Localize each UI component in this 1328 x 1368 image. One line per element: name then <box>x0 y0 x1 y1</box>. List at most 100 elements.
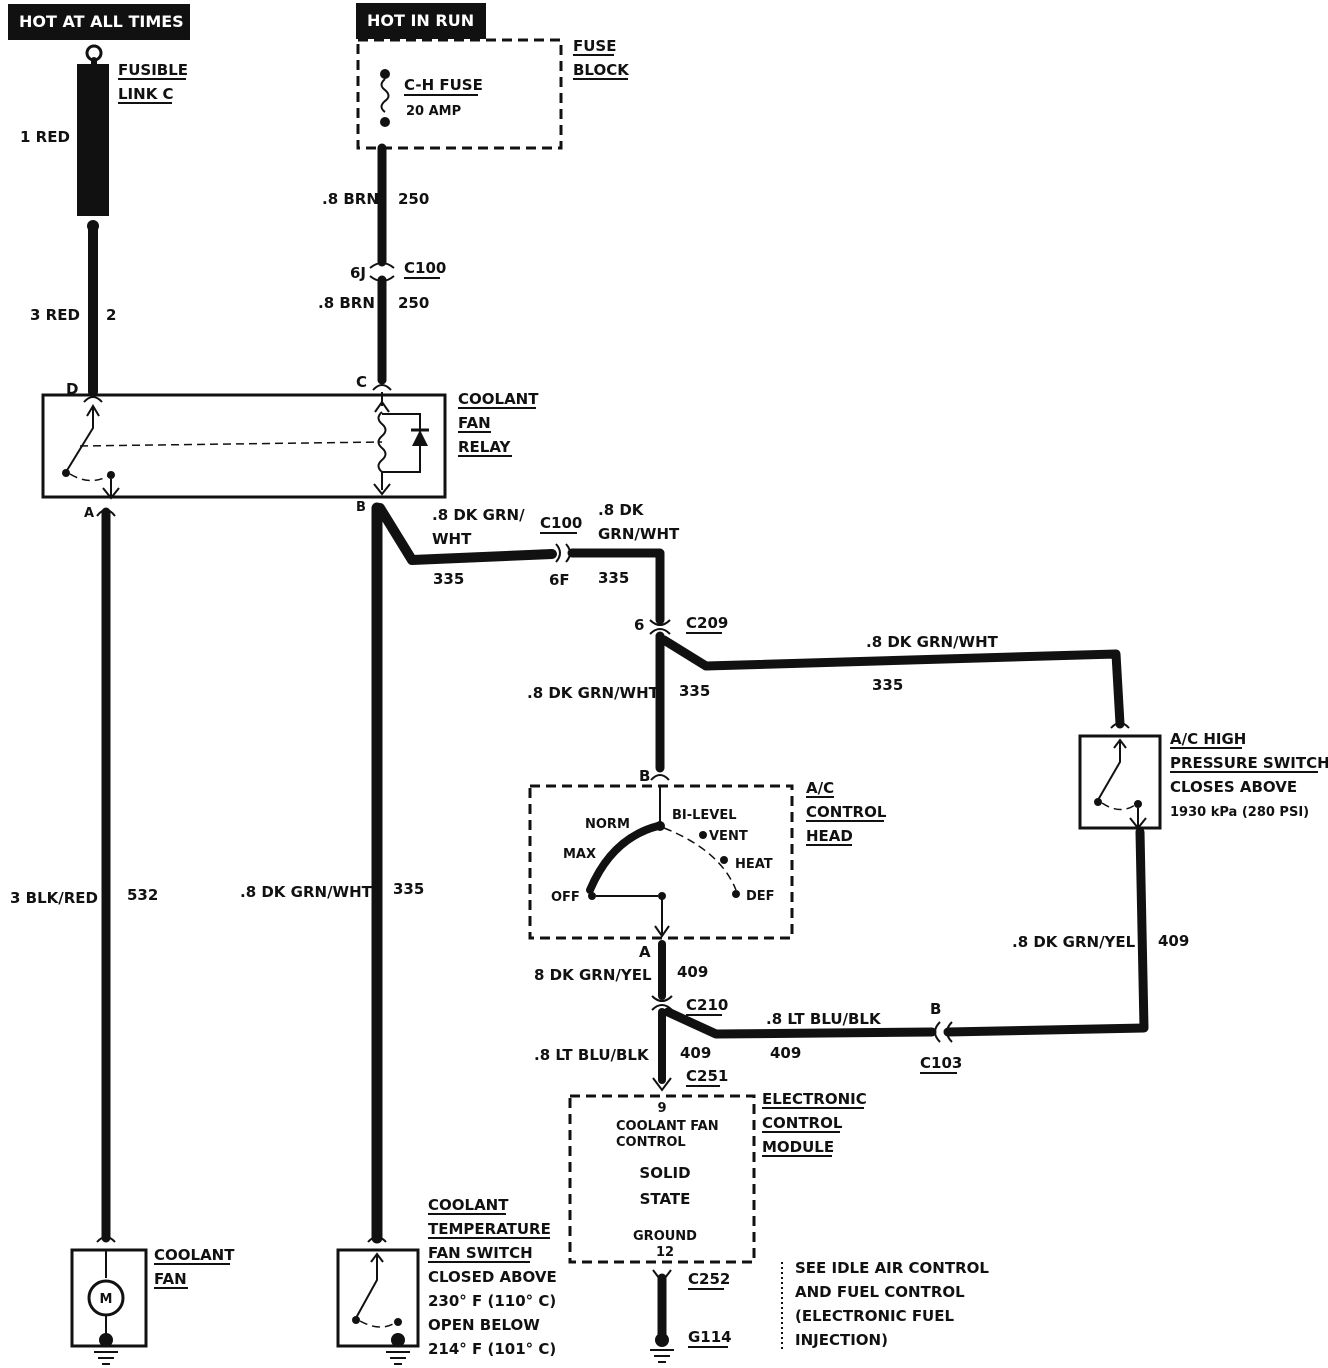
ac-switch-desc-1: CLOSES ABOVE <box>1170 778 1297 796</box>
wire-grnwht-left-circuit: 335 <box>393 880 424 898</box>
fan-motor-icon <box>87 1279 125 1317</box>
relay-armature-link <box>79 441 383 447</box>
c100-top-pin: 6J <box>350 264 366 282</box>
ecm-pin-top: 9 <box>657 1101 666 1116</box>
wire-grnwht-mid-label: .8 DK GRN/WHT <box>527 684 660 702</box>
c100-mid-pin: 6F <box>549 571 570 589</box>
ac-head-pos-def: DEF <box>746 889 775 904</box>
svg-text:HOT IN RUN: HOT IN RUN <box>367 11 474 30</box>
wire-3red-circuit: 2 <box>106 306 116 324</box>
g114-label: G114 <box>688 1328 732 1346</box>
ecm-func-1: COOLANT FAN <box>616 1119 719 1134</box>
fusible-link-label-2: LINK C <box>118 85 174 103</box>
c210-connector <box>651 995 673 1011</box>
wire-grnwht-to-ac-switch <box>659 635 1125 729</box>
wire-ltblu-left-circuit: 409 <box>680 1044 711 1062</box>
fusible-link-label-1: FUSIBLE <box>118 61 188 79</box>
wire-grnwht-relay-label-2: WHT <box>432 530 472 548</box>
note-line-3: (ELECTRONIC FUEL <box>795 1307 954 1325</box>
c251-label: C251 <box>686 1067 728 1085</box>
ac-head-pos-max: MAX <box>563 847 596 862</box>
coolant-temp-switch-box <box>336 1248 420 1348</box>
ac-head-label-2: CONTROL <box>806 803 887 821</box>
wire-brn-top-label: .8 BRN <box>322 190 379 208</box>
ac-head-unselected-arc <box>663 827 737 891</box>
ecm-state-1: SOLID <box>639 1164 690 1182</box>
relay-switch-contact <box>62 404 120 500</box>
wire-brn-top-circuit: 250 <box>398 190 429 208</box>
temp-switch-desc-4: 214° F (101° C) <box>428 1340 556 1358</box>
ac-head-terminal-b <box>650 774 670 781</box>
ecm-state-2: STATE <box>640 1190 691 1208</box>
ecm-func-2: CONTROL <box>616 1135 686 1150</box>
wire-grnyel-mid-circuit: 409 <box>677 963 708 981</box>
ecm-ground-label: GROUND <box>633 1229 697 1244</box>
c209-pin: 6 <box>634 616 644 634</box>
wire-grnyel-mid-label: 8 DK GRN/YEL <box>534 966 652 984</box>
ac-switch-label-1: A/C HIGH <box>1170 730 1246 748</box>
wire-grnwht-relay-to-c100 <box>375 503 557 565</box>
hot-in-run-tag: HOT IN RUN <box>356 3 486 39</box>
c100-top-label: C100 <box>404 259 446 277</box>
temp-switch-label-3: FAN SWITCH <box>428 1244 533 1262</box>
wire-ltblu-right-circuit: 409 <box>770 1044 801 1062</box>
c252-label: C252 <box>688 1270 730 1288</box>
fan-motor-label: M <box>100 1292 113 1307</box>
wire-grnwht-ac-top-circuit: 335 <box>872 676 903 694</box>
wire-grnwht-ac-top-label: .8 DK GRN/WHT <box>866 633 999 651</box>
ac-high-pressure-switch-box <box>1078 734 1162 830</box>
note-line-1: SEE IDLE AIR CONTROL <box>795 1259 989 1277</box>
wire-ltblu-to-c210 <box>663 1007 937 1039</box>
note-line-4: INJECTION) <box>795 1331 888 1349</box>
ac-head-label-1: A/C <box>806 779 834 797</box>
wire-grnwht-mid-circuit: 335 <box>679 682 710 700</box>
relay-pin-a: A <box>84 506 94 521</box>
wire-ltblu-left-label: .8 LT BLU/BLK <box>534 1046 650 1064</box>
c100-mid-label: C100 <box>540 514 582 532</box>
temp-switch-label-2: TEMPERATURE <box>428 1220 551 1238</box>
relay-pin-d: D <box>66 380 78 398</box>
ground-icon-temp-switch <box>386 1351 410 1365</box>
wire-grnwht-relay-circuit: 335 <box>433 570 464 588</box>
relay-terminal-b-arrow <box>373 483 391 496</box>
ecm-label-2: CONTROL <box>762 1114 843 1132</box>
ac-head-selector-arc <box>586 822 662 894</box>
temp-switch-desc-2: 230° F (110° C) <box>428 1292 556 1310</box>
wire-grnwht-c100-circuit: 335 <box>598 569 629 587</box>
wire-grnwht-relay-label-1: .8 DK GRN/ <box>432 506 525 524</box>
ac-head-pin-b: B <box>639 767 650 785</box>
c210-label: C210 <box>686 996 728 1014</box>
relay-label-2: FAN <box>458 414 491 432</box>
relay-label-1: COOLANT <box>458 390 539 408</box>
c100-connector-mid <box>555 543 571 563</box>
wire-blkred-circuit: 532 <box>127 886 158 904</box>
ac-head-pos-heat: HEAT <box>735 857 773 872</box>
ground-icon-g114 <box>650 1349 674 1363</box>
temp-switch-desc-3: OPEN BELOW <box>428 1316 540 1334</box>
wire-grnwht-left-label: .8 DK GRN/WHT <box>240 883 373 901</box>
ac-head-pin-a: A <box>639 943 651 961</box>
wire-grnyel-right-label: .8 DK GRN/YEL <box>1012 933 1136 951</box>
wire-grnyel-right-circuit: 409 <box>1158 932 1189 950</box>
c100-connector-top <box>369 262 395 282</box>
coolant-fan-relay-box <box>41 393 447 499</box>
ac-head-pos-vent: VENT <box>709 829 748 844</box>
c209-label: C209 <box>686 614 728 632</box>
ecm-outline <box>568 1094 756 1264</box>
fuse-block-outline <box>356 38 563 150</box>
fuse-block-label-1: FUSE <box>573 37 616 55</box>
relay-terminal-d <box>83 396 103 403</box>
ecm-pin-bottom: 12 <box>656 1245 674 1260</box>
wire-brn-bottom-circuit: 250 <box>398 294 429 312</box>
ecm-label-3: MODULE <box>762 1138 834 1156</box>
fuse-block-label-2: BLOCK <box>573 61 630 79</box>
fusible-link <box>77 44 109 232</box>
c251-connector <box>652 1077 672 1092</box>
wire-grnwht-c100-label-1: .8 DK <box>598 501 645 519</box>
coolant-fan-label-1: COOLANT <box>154 1246 235 1264</box>
relay-label-3: RELAY <box>458 438 512 456</box>
ac-switch-top-terminal <box>1110 722 1130 729</box>
note-line-2: AND FUEL CONTROL <box>795 1283 965 1301</box>
temp-switch-desc-1: CLOSED ABOVE <box>428 1268 557 1286</box>
